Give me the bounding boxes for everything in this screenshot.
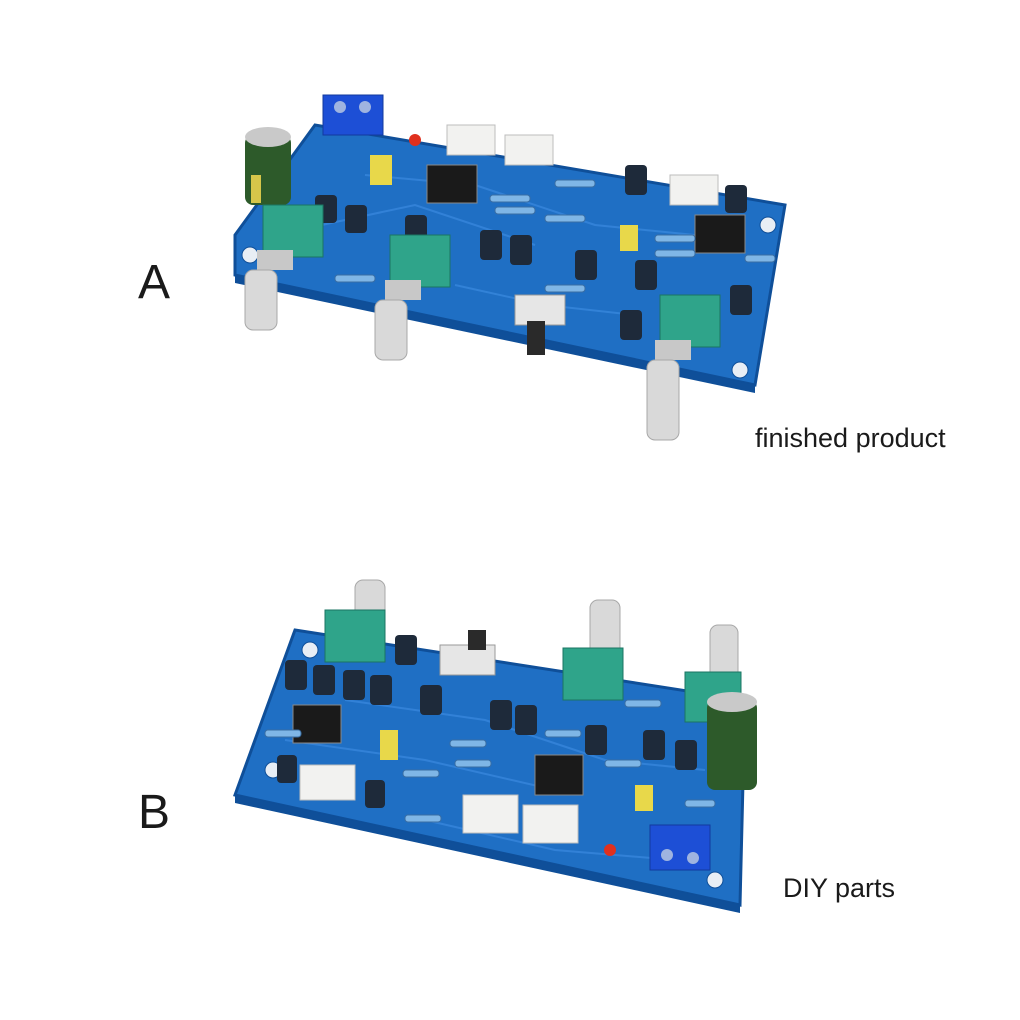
finished-product-caption: finished product [755, 423, 946, 453]
pcb-board-finished-product-image [233, 94, 787, 441]
diy-parts-caption: DIY parts [783, 873, 896, 903]
section-b-label: B [138, 786, 171, 839]
pcb-board-diy-parts-image [233, 579, 757, 913]
section-a-label: A [138, 256, 171, 309]
